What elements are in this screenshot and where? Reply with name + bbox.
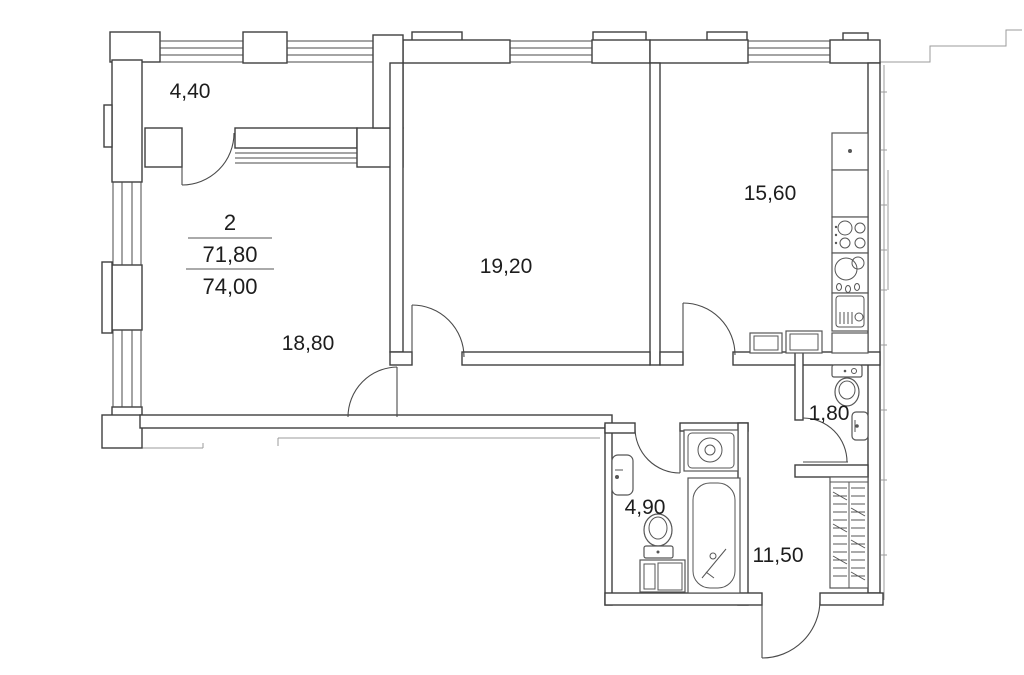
wall-top [829, 39, 881, 64]
bedroom-window [510, 40, 592, 63]
hallway-area-label: 11,50 [753, 544, 804, 567]
room-labels: 4,40 2 71,80 74,00 18,80 19,20 15,60 1,8… [170, 80, 850, 567]
wall-balcony-partition [234, 127, 358, 149]
kitchen-door [682, 302, 736, 356]
wall-top [591, 39, 651, 64]
wall-balcony-partition [144, 127, 183, 168]
wall-left-pier [111, 264, 143, 331]
wall-bottom [819, 592, 884, 606]
bathroom-fixtures [611, 429, 741, 594]
living-window-upper [112, 182, 142, 265]
wc-fixtures [831, 364, 869, 441]
kitchen-cabinet [831, 332, 869, 354]
wall-bathroom-north [604, 422, 636, 434]
wall-bedroom-kitchen [649, 62, 661, 366]
wall-bathroom-west [604, 424, 613, 606]
wardrobe [829, 476, 869, 589]
bedroom-door [411, 304, 465, 358]
wall-left-bump [101, 261, 113, 334]
wall-wc-west [794, 351, 804, 421]
fridge [831, 132, 869, 171]
stove [831, 216, 869, 254]
kitchen-area-label: 15,60 [744, 182, 797, 205]
rooms-count-label: 2 [224, 210, 236, 235]
balcony-window-right [287, 40, 373, 63]
wall-bottom-left-block [101, 414, 143, 449]
dishwasher [831, 292, 869, 332]
bathroom-door [634, 427, 681, 474]
wall-top [402, 39, 511, 64]
entrance-door [761, 599, 821, 659]
living-room-door [347, 366, 398, 418]
bedroom-area-label: 19,20 [480, 255, 533, 278]
bathroom-area-label: 4,90 [625, 496, 666, 519]
wall-corridor-north [732, 351, 881, 366]
bathroom-sink [611, 454, 634, 496]
wc-toilet [831, 364, 863, 407]
wall-right [867, 62, 881, 594]
living-window-lower [112, 330, 142, 407]
wc-door [802, 417, 848, 463]
walls [101, 31, 884, 606]
doors [181, 132, 848, 659]
total-area-label: 74,00 [202, 274, 257, 299]
windows [112, 40, 830, 407]
wall-corridor-north [389, 351, 413, 366]
balcony-door [181, 132, 235, 186]
living-area-label: 71,80 [202, 242, 257, 267]
wall-top [649, 39, 749, 64]
apartment-info: 2 71,80 74,00 [186, 210, 274, 299]
living-room-area-label: 18,80 [282, 332, 335, 355]
wc-area-label: 1,80 [809, 402, 850, 425]
wall-left [111, 59, 143, 183]
wall-living-bedroom [389, 62, 404, 353]
washing-machine [683, 429, 739, 472]
kitchen-sink [831, 252, 869, 294]
bathroom-cabinet [639, 559, 686, 593]
wall-living-south [139, 414, 613, 429]
wall-bottom [604, 592, 763, 606]
bathtub [687, 477, 741, 594]
balcony-window-left [160, 40, 243, 63]
bathroom-toilet [643, 513, 674, 559]
wall-corridor-north [461, 351, 651, 366]
wall-wc-south [794, 464, 869, 478]
site-boundary-lines [103, 29, 1022, 600]
balcony-area-label: 4,40 [170, 80, 211, 103]
balcony-inner-window [235, 152, 357, 164]
wall-top-left-block [109, 31, 161, 63]
wall-balcony-pier [242, 31, 288, 64]
kitchen-fixtures [749, 132, 869, 354]
kitchen-counter [831, 169, 869, 218]
wall-left-bump [103, 104, 113, 148]
wall-corridor-north [659, 351, 684, 366]
kitchen-window [748, 40, 830, 63]
kitchen-base-cabinets [749, 330, 823, 354]
wc-sink [851, 411, 869, 441]
